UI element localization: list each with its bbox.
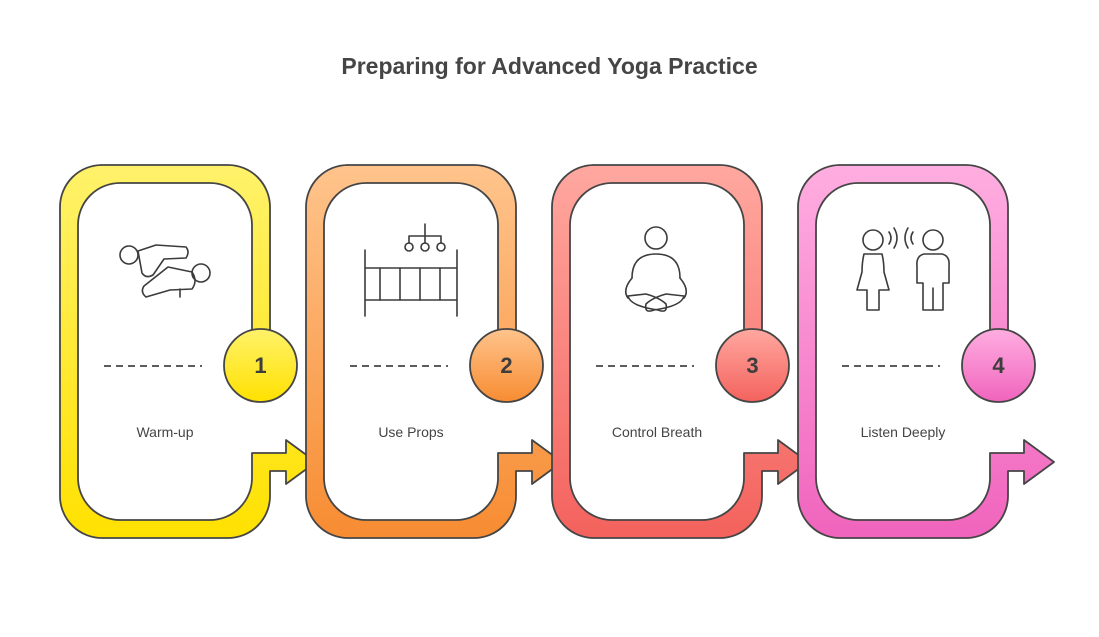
step-2: Use Props 2: [305, 164, 563, 539]
step-1-number-badge: [223, 328, 298, 403]
warm-up-stretch-icon: [119, 244, 211, 298]
step-2-frame: [305, 164, 563, 539]
step-2-number-badge: [469, 328, 544, 403]
props-crib-icon: [364, 223, 458, 317]
step-1-number: 1: [254, 353, 266, 378]
step-1: Warm-up 1: [59, 164, 317, 539]
step-4-label: Listen Deeply: [861, 424, 946, 440]
meditation-icon: [624, 226, 688, 312]
step-4: Listen Deeply 4: [797, 164, 1055, 539]
step-3-label: Control Breath: [612, 424, 702, 440]
step-3-number-badge: [715, 328, 790, 403]
page-title: Preparing for Advanced Yoga Practice: [341, 53, 757, 79]
step-2-number: 2: [500, 353, 512, 378]
step-4-number-badge: [961, 328, 1036, 403]
step-1-frame: [59, 164, 317, 539]
step-3-frame: [551, 164, 809, 539]
listening-people-icon: [856, 227, 950, 311]
step-4-frame: [797, 164, 1055, 539]
step-2-label: Use Props: [378, 424, 443, 440]
step-4-number: 4: [992, 353, 1005, 378]
step-1-label: Warm-up: [136, 424, 193, 440]
step-3: Control Breath 3: [551, 164, 809, 539]
step-3-number: 3: [746, 353, 758, 378]
